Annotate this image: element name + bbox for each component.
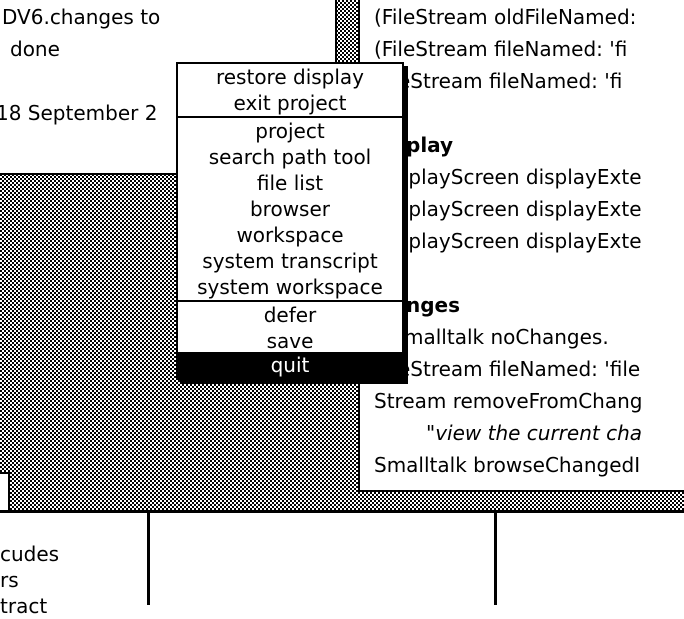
pane-divider (147, 513, 150, 605)
window-text-line: done (10, 37, 60, 61)
menu-item-system-transcript[interactable]: system transcript (202, 249, 378, 273)
menu-item-exit-project[interactable]: exit project (233, 91, 347, 115)
code-line: (FileStream fileNamed: 'fi (374, 37, 628, 61)
menu-item-defer[interactable]: defer (263, 303, 317, 327)
right-workspace-window[interactable]: (FileStream oldFileNamed: (FileStream fi… (358, 0, 684, 492)
window-text-line: 18 September 2 (0, 101, 158, 125)
menu-item-browser[interactable]: browser (249, 197, 331, 221)
pane-list-item[interactable]: rs (0, 568, 19, 592)
code-line: eStream fileNamed: 'file (398, 357, 641, 381)
code-line: Stream removeFromChang (374, 389, 643, 413)
menu-separator (178, 116, 402, 118)
pane-list-item[interactable]: tract (0, 594, 48, 618)
window-text-line: DV6.changes to (2, 5, 161, 29)
pane-divider (494, 513, 497, 605)
code-heading: nges (406, 293, 461, 317)
code-comment: "view the current cha (426, 421, 643, 445)
menu-item-system-workspace[interactable]: system workspace (197, 275, 383, 299)
code-heading: play (406, 133, 454, 157)
menu-item-workspace[interactable]: workspace (236, 223, 344, 247)
menu-item-search-path-tool[interactable]: search path tool (208, 145, 372, 169)
code-line: (FileStream oldFileNamed: (374, 5, 637, 29)
collapsed-window-tab[interactable] (0, 472, 10, 512)
menu-item-quit[interactable]: quit (178, 352, 402, 378)
code-line: Smalltalk browseChangedI (374, 453, 641, 477)
code-line: splayScreen displayExte (398, 165, 642, 189)
menu-item-file-list[interactable]: file list (256, 171, 324, 195)
code-line: eStream fileNamed: 'fi (398, 69, 623, 93)
menu-item-restore-display[interactable]: restore display (215, 65, 365, 89)
code-line: splayScreen displayExte (398, 197, 642, 221)
menu-separator (178, 300, 402, 302)
world-menu[interactable]: restore display exit project project sea… (176, 62, 404, 380)
code-line: splayScreen displayExte (398, 229, 642, 253)
code-line: malltalk noChanges. (404, 325, 609, 349)
menu-item-project[interactable]: project (255, 119, 325, 143)
menu-item-save[interactable]: save (266, 329, 314, 353)
bottom-browser-window[interactable]: cudes rs tract (0, 510, 684, 618)
pane-list-item[interactable]: cudes (0, 542, 60, 566)
